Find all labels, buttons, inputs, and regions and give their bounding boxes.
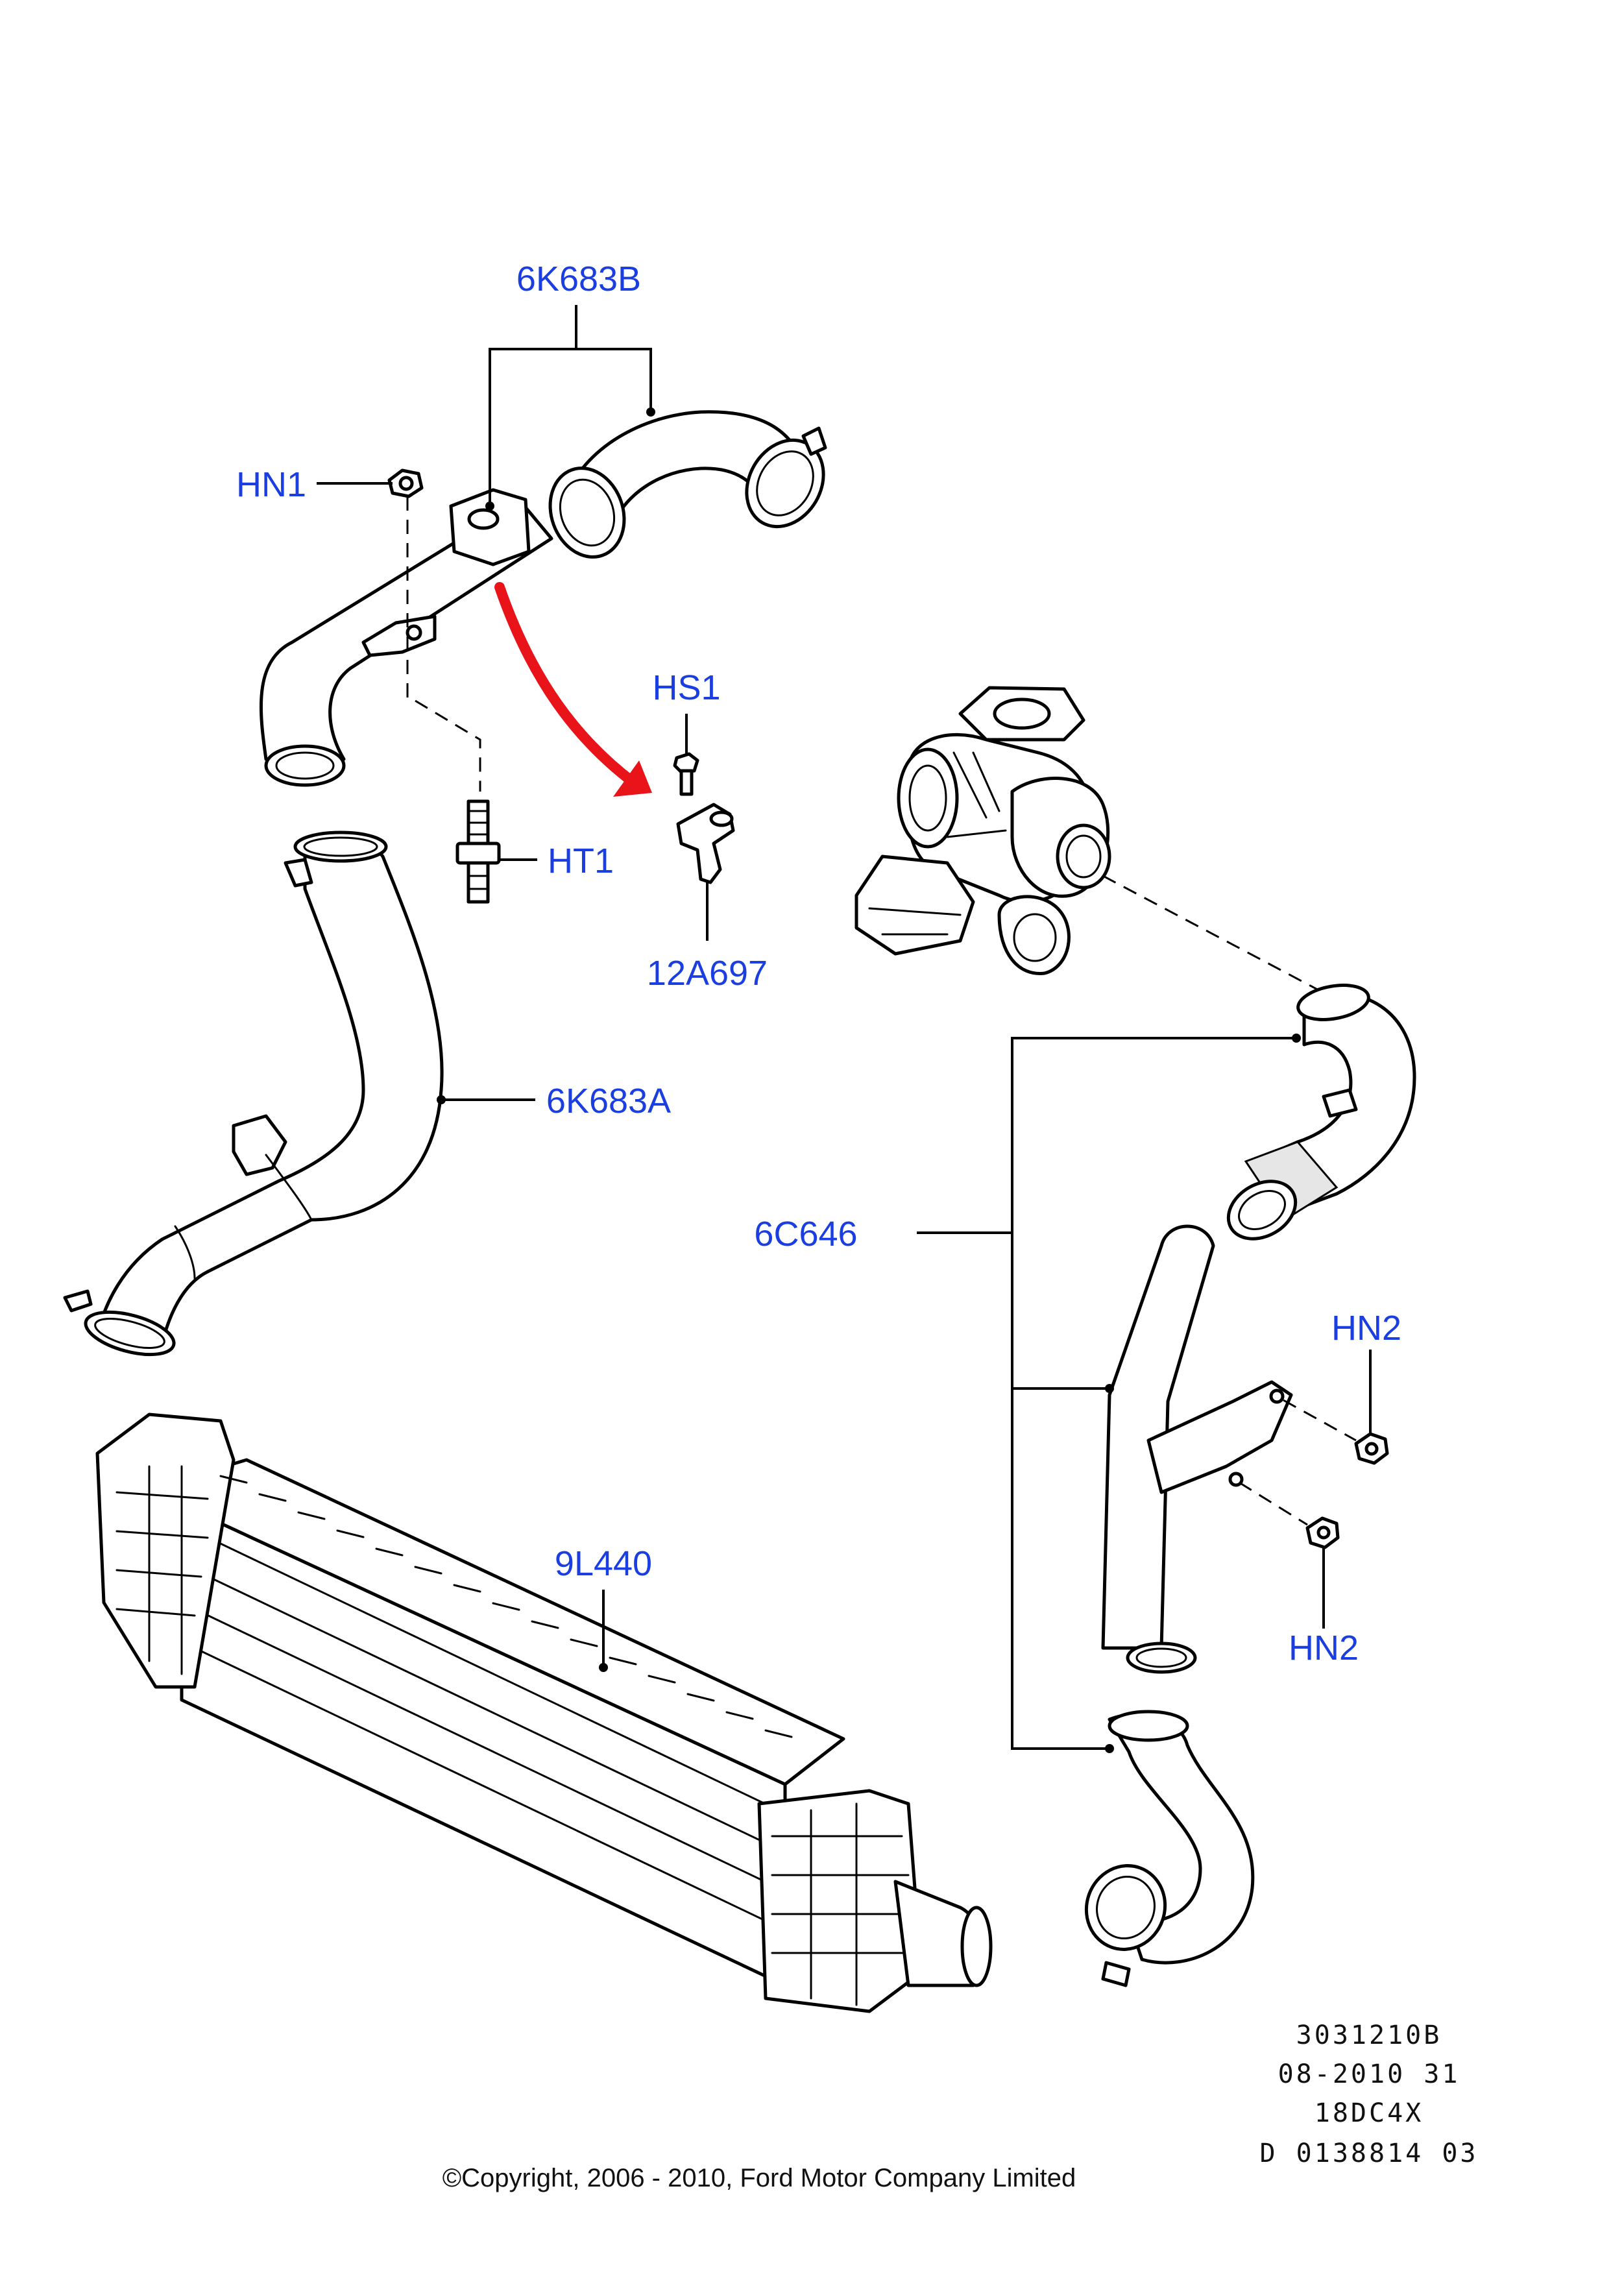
callout-12a697: 12A697: [647, 954, 768, 993]
copyright-notice: ©Copyright, 2006 - 2010, Ford Motor Comp…: [442, 2164, 1076, 2192]
hose-6c646-lower-drawing: [1084, 1710, 1255, 1987]
reference-line-1: 3031210B: [1296, 2020, 1442, 2050]
reference-line-2: 08-2010 31: [1278, 2059, 1460, 2089]
callout-hs1: HS1: [652, 668, 720, 707]
callout-hn2-upper: HN2: [1331, 1309, 1401, 1348]
callout-6k683a: 6K683A: [546, 1082, 671, 1121]
nut-hn1-drawing: [387, 468, 424, 498]
callout-hn1: HN1: [236, 465, 306, 504]
callout-ht1: HT1: [548, 842, 614, 880]
red-arrow: [494, 582, 638, 787]
screw-hs1-drawing: [673, 752, 699, 796]
sensor-12a697-drawing: [676, 803, 735, 884]
callout-6c646: 6C646: [754, 1215, 857, 1254]
nut-hn2-upper-drawing: [1354, 1432, 1389, 1465]
turbocharger-drawing: [854, 686, 1111, 975]
pipe-6k683a-drawing: [63, 830, 444, 1357]
callout-6k683b: 6K683B: [516, 260, 641, 298]
intercooler-9l440-drawing: [95, 1412, 993, 2013]
reference-line-3: 18DC4X: [1315, 2098, 1424, 2128]
reference-line-4: D 0138814 03: [1260, 2139, 1479, 2168]
pipe-6k683b-drawing: [259, 410, 827, 787]
intercooler-slots: [219, 1475, 793, 1738]
pipe-6c646-middle-drawing: [1101, 1224, 1293, 1674]
red-arrowhead: [613, 760, 652, 797]
callout-hn2-lower: HN2: [1289, 1629, 1359, 1667]
hose-6c646-upper-drawing: [1226, 984, 1416, 1241]
stud-ht1-drawing: [455, 799, 501, 904]
nut-hn2-lower-drawing: [1305, 1516, 1340, 1549]
callout-9l440: 9L440: [555, 1544, 652, 1583]
